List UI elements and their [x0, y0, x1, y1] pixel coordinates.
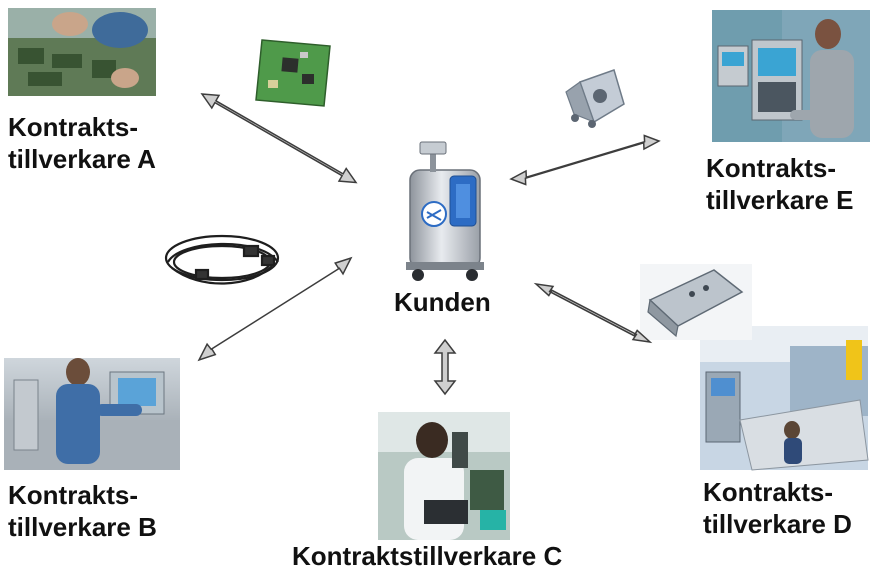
bent-bracket-icon: [640, 264, 752, 340]
node-e-line1: Kontrakts-: [706, 153, 837, 183]
cable-harness-icon: [164, 234, 280, 285]
customer-label: Kunden: [394, 287, 491, 317]
node-b-line2: tillverkare B: [8, 512, 157, 542]
node-e-label: Kontrakts- tillverkare E: [706, 152, 853, 216]
photo-c-lab-technician: [378, 412, 510, 540]
arrow-customer-c: [433, 338, 457, 396]
arrow-customer-e: [509, 134, 661, 186]
node-d-line1: Kontrakts-: [703, 477, 834, 507]
photo-a-electronics-assembly: [8, 8, 156, 96]
photo-b-factory-worker: [4, 358, 180, 470]
arrow-customer-d: [533, 282, 653, 344]
circuit-board-icon: [255, 39, 331, 107]
customer-machine-icon: [406, 141, 484, 281]
node-e-line2: tillverkare E: [706, 185, 854, 215]
node-b-label: Kontrakts- tillverkare B: [8, 479, 157, 543]
node-a-line2: tillverkare A: [8, 144, 156, 174]
arrow-customer-b: [197, 256, 353, 362]
photo-d-sheet-metal-machine: [700, 326, 869, 471]
node-b-line1: Kontrakts-: [8, 480, 139, 510]
node-d-label: Kontrakts- tillverkare D: [703, 476, 852, 540]
node-c-line1: Kontraktstillverkare C: [292, 541, 563, 571]
metal-block-icon: [565, 69, 625, 128]
node-a-line1: Kontrakts-: [8, 112, 139, 142]
arrow-customer-a: [200, 93, 358, 184]
node-c-label: Kontraktstillverkare C: [292, 540, 562, 572]
node-a-label: Kontrakts- tillverkare A: [8, 111, 156, 175]
photo-e-cnc-operator: [712, 10, 870, 142]
node-d-line2: tillverkare D: [703, 509, 852, 539]
